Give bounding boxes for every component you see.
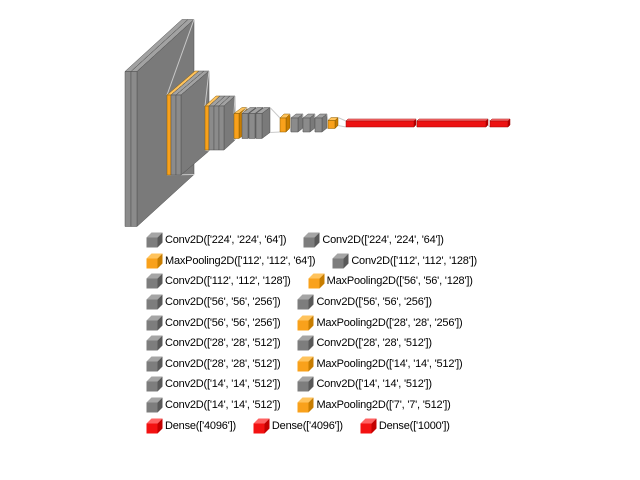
- maxpooling-layer-icon: [146, 253, 163, 269]
- dense-layer-icon: [360, 418, 377, 434]
- legend-item-pool: MaxPooling2D(['112', '112', '64']): [146, 253, 316, 269]
- legend-item-pool: MaxPooling2D(['28', '28', '256']): [297, 315, 463, 331]
- layer-box-conv2d-13: [314, 113, 328, 133]
- legend-item-label: Conv2D(['112', '112', '128']): [351, 254, 477, 267]
- legend-item-pool: MaxPooling2D(['14', '14', '512']): [297, 356, 463, 372]
- layer-box-conv2d-11: [289, 113, 304, 133]
- conv-layer-icon: [146, 273, 163, 289]
- legend-item-conv: Conv2D(['14', '14', '512']): [297, 376, 432, 392]
- legend-item-conv: Conv2D(['112', '112', '128']): [146, 273, 291, 289]
- legend-row: Conv2D(['56', '56', '256']) MaxPooling2D(…: [146, 312, 477, 333]
- layer-box-dense-3: [487, 118, 511, 128]
- conv-layer-icon: [297, 376, 314, 392]
- legend-row: MaxPooling2D(['112', '112', '64']) Conv2D…: [146, 251, 477, 272]
- conv-layer-icon: [146, 397, 163, 413]
- conv-layer-icon: [146, 376, 163, 392]
- legend-item-conv: Conv2D(['14', '14', '512']): [146, 376, 281, 392]
- legend-item-label: MaxPooling2D(['7', '7', '512']): [316, 399, 451, 412]
- legend-item-pool: MaxPooling2D(['56', '56', '128']): [308, 273, 473, 289]
- maxpooling-layer-icon: [297, 397, 314, 413]
- layer-box-conv2d-7: [218, 95, 236, 151]
- layer-box-conv2d-4: [175, 70, 210, 176]
- legend-item-label: Conv2D(['14', '14', '512']): [316, 378, 432, 391]
- legend-item-label: Conv2D(['224', '224', '64']): [322, 234, 444, 247]
- legend-item-label: Dense(['4096']): [165, 419, 236, 432]
- legend-item-label: Dense(['4096']): [271, 419, 343, 432]
- legend-row: Conv2D(['112', '112', '128']) MaxPooling2…: [146, 271, 477, 292]
- maxpooling-layer-icon: [297, 356, 314, 372]
- legend-item-conv: Conv2D(['28', '28', '512']): [146, 356, 281, 372]
- maxpooling-layer-icon: [297, 315, 314, 331]
- maxpooling-layer-icon: [308, 273, 325, 289]
- legend-item-label: Conv2D(['28', '28', '512']): [316, 337, 432, 350]
- conv-layer-icon: [146, 356, 163, 372]
- conv-layer-icon: [146, 315, 163, 331]
- legend-item-conv: Conv2D(['224', '224', '64']): [303, 232, 444, 248]
- legend-item-conv: Conv2D(['28', '28', '512']): [146, 335, 281, 351]
- legend-item-label: Conv2D(['56', '56', '256']): [316, 296, 432, 309]
- legend-item-conv: Conv2D(['56', '56', '256']): [146, 315, 281, 331]
- legend-row: Dense(['4096']) Dense(['4096']) Dense(['10…: [146, 415, 477, 436]
- legend-item-dense: Dense(['1000']): [360, 418, 450, 434]
- layer-legend: Conv2D(['224', '224', '64']) Conv2D(['224…: [146, 230, 477, 436]
- legend-item-label: MaxPooling2D(['14', '14', '512']): [316, 357, 463, 370]
- legend-row: Conv2D(['14', '14', '512']) MaxPooling2D(…: [146, 395, 477, 416]
- conv-layer-icon: [297, 294, 314, 310]
- legend-item-dense: Dense(['4096']): [253, 418, 343, 434]
- legend-item-label: Conv2D(['224', '224', '64']): [165, 234, 287, 247]
- legend-row: Conv2D(['28', '28', '512']) MaxPooling2D(…: [146, 354, 477, 375]
- conv-layer-icon: [297, 335, 314, 351]
- legend-item-pool: MaxPooling2D(['7', '7', '512']): [297, 397, 451, 413]
- legend-row: Conv2D(['56', '56', '256']) Conv2D(['56',…: [146, 292, 477, 313]
- dense-layer-icon: [253, 418, 270, 434]
- legend-item-label: Conv2D(['28', '28', '512']): [165, 337, 281, 350]
- conv-layer-icon: [303, 232, 320, 248]
- layer-box-maxpooling2d-4: [269, 107, 291, 133]
- legend-item-label: MaxPooling2D(['56', '56', '128']): [326, 275, 473, 288]
- legend-item-label: Conv2D(['56', '56', '256']): [165, 316, 281, 329]
- legend-item-label: Dense(['1000']): [378, 419, 450, 432]
- legend-item-conv: Conv2D(['56', '56', '256']): [146, 294, 281, 310]
- legend-item-label: MaxPooling2D(['28', '28', '256']): [316, 316, 463, 329]
- legend-item-label: Conv2D(['28', '28', '512']): [165, 357, 281, 370]
- conv-layer-icon: [146, 232, 163, 248]
- legend-row: Conv2D(['224', '224', '64']) Conv2D(['224…: [146, 230, 477, 251]
- legend-item-label: Conv2D(['56', '56', '256']): [165, 296, 281, 309]
- legend-item-conv: Conv2D(['28', '28', '512']): [297, 335, 432, 351]
- legend-item-dense: Dense(['4096']): [146, 418, 236, 434]
- layer-box-conv2d-12: [302, 113, 316, 133]
- legend-item-label: Conv2D(['14', '14', '512']): [165, 399, 281, 412]
- layer-box-maxpooling2d-5: [326, 113, 339, 129]
- conv-layer-icon: [146, 335, 163, 351]
- dense-layer-icon: [146, 418, 163, 434]
- layer-box-dense-1: [337, 117, 417, 128]
- conv-layer-icon: [332, 253, 349, 269]
- legend-row: Conv2D(['14', '14', '512']) Conv2D(['14',…: [146, 374, 477, 395]
- legend-item-label: MaxPooling2D(['112', '112', '64']): [165, 254, 316, 267]
- legend-item-conv: Conv2D(['14', '14', '512']): [146, 397, 281, 413]
- layer-box-conv2d-10: [255, 107, 271, 139]
- conv-layer-icon: [146, 294, 163, 310]
- legend-item-conv: Conv2D(['112', '112', '128']): [332, 253, 477, 269]
- legend-row: Conv2D(['28', '28', '512']) Conv2D(['28',…: [146, 333, 477, 354]
- legend-item-conv: Conv2D(['56', '56', '256']): [297, 294, 432, 310]
- legend-item-label: Conv2D(['112', '112', '128']): [165, 275, 291, 288]
- legend-item-conv: Conv2D(['224', '224', '64']): [146, 232, 287, 248]
- legend-item-label: Conv2D(['14', '14', '512']): [165, 378, 281, 391]
- layer-box-dense-2: [415, 118, 489, 128]
